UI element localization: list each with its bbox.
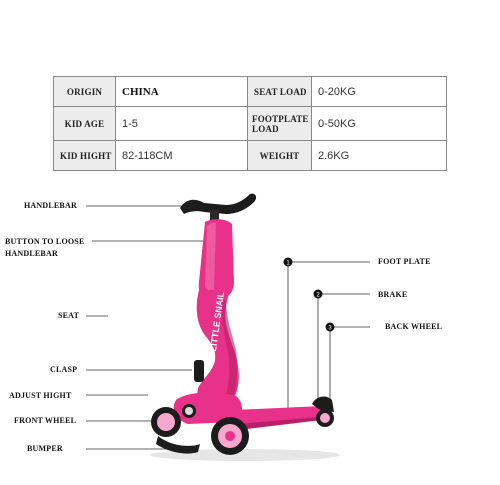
marker-3: 3 bbox=[325, 322, 335, 332]
table-row: KID HIGHT 82-118CM WEIGHT 2.6KG bbox=[53, 140, 447, 171]
marker-3-number: 3 bbox=[328, 326, 332, 332]
stem-highlight bbox=[205, 222, 216, 291]
callout-bumper: BUMPER bbox=[27, 444, 63, 453]
spec-label-kid-age: KID AGE bbox=[53, 106, 116, 141]
brake bbox=[312, 396, 334, 412]
leader-lines bbox=[86, 205, 370, 450]
scooter: LITTLE SNAIL bbox=[150, 193, 340, 461]
spec-value-kid-hight: 82-118CM bbox=[115, 140, 248, 171]
spec-value-footplate-load: 0-50KG bbox=[311, 106, 447, 141]
callout-button-line1: BUTTON TO LOOSE bbox=[5, 237, 85, 246]
callout-handlebar: HANDLEBAR bbox=[24, 201, 77, 210]
callout-front-wheel: FRONT WHEEL bbox=[14, 416, 77, 425]
table-row: KID AGE 1-5 FOOTPLATE LOAD 0-50KG bbox=[53, 106, 447, 141]
marker-2-number: 2 bbox=[316, 293, 320, 299]
callout-brake: BRAKE bbox=[378, 290, 408, 299]
handlebar bbox=[180, 193, 257, 214]
handlebar-post bbox=[210, 210, 219, 224]
callout-foot-plate: FOOT PLATE bbox=[378, 257, 431, 266]
bumper bbox=[156, 436, 200, 454]
seat-shade bbox=[221, 300, 238, 402]
spec-label-weight: WEIGHT bbox=[247, 140, 312, 171]
callout-adjust-hight: ADJUST HIGHT bbox=[9, 391, 72, 400]
spec-value-weight: 2.6KG bbox=[311, 140, 447, 171]
spec-value-origin: CHINA bbox=[115, 76, 248, 107]
spec-label-kid-hight: KID HIGHT bbox=[53, 140, 116, 171]
spec-value-kid-age: 1-5 bbox=[115, 106, 248, 141]
seat-body bbox=[196, 290, 239, 402]
marker-2: 2 bbox=[313, 289, 323, 299]
spec-value-seat-load: 0-20KG bbox=[311, 76, 447, 107]
callout-seat: SEAT bbox=[58, 311, 80, 320]
callout-button-line2: HANDLEBAR bbox=[5, 249, 58, 258]
clasp bbox=[194, 360, 204, 382]
spec-table: ORIGIN CHINA SEAT LOAD 0-20KG KID AGE 1-… bbox=[53, 76, 447, 171]
marker-1-number: 1 bbox=[286, 261, 290, 267]
callout-back-wheel: BACK WHEEL bbox=[385, 322, 443, 331]
spec-label-origin: ORIGIN bbox=[53, 76, 116, 107]
marker-1: 1 bbox=[283, 257, 293, 267]
table-row: ORIGIN CHINA SEAT LOAD 0-20KG bbox=[53, 76, 447, 107]
callout-clasp: CLASP bbox=[50, 365, 78, 374]
stem-upper bbox=[198, 219, 234, 300]
